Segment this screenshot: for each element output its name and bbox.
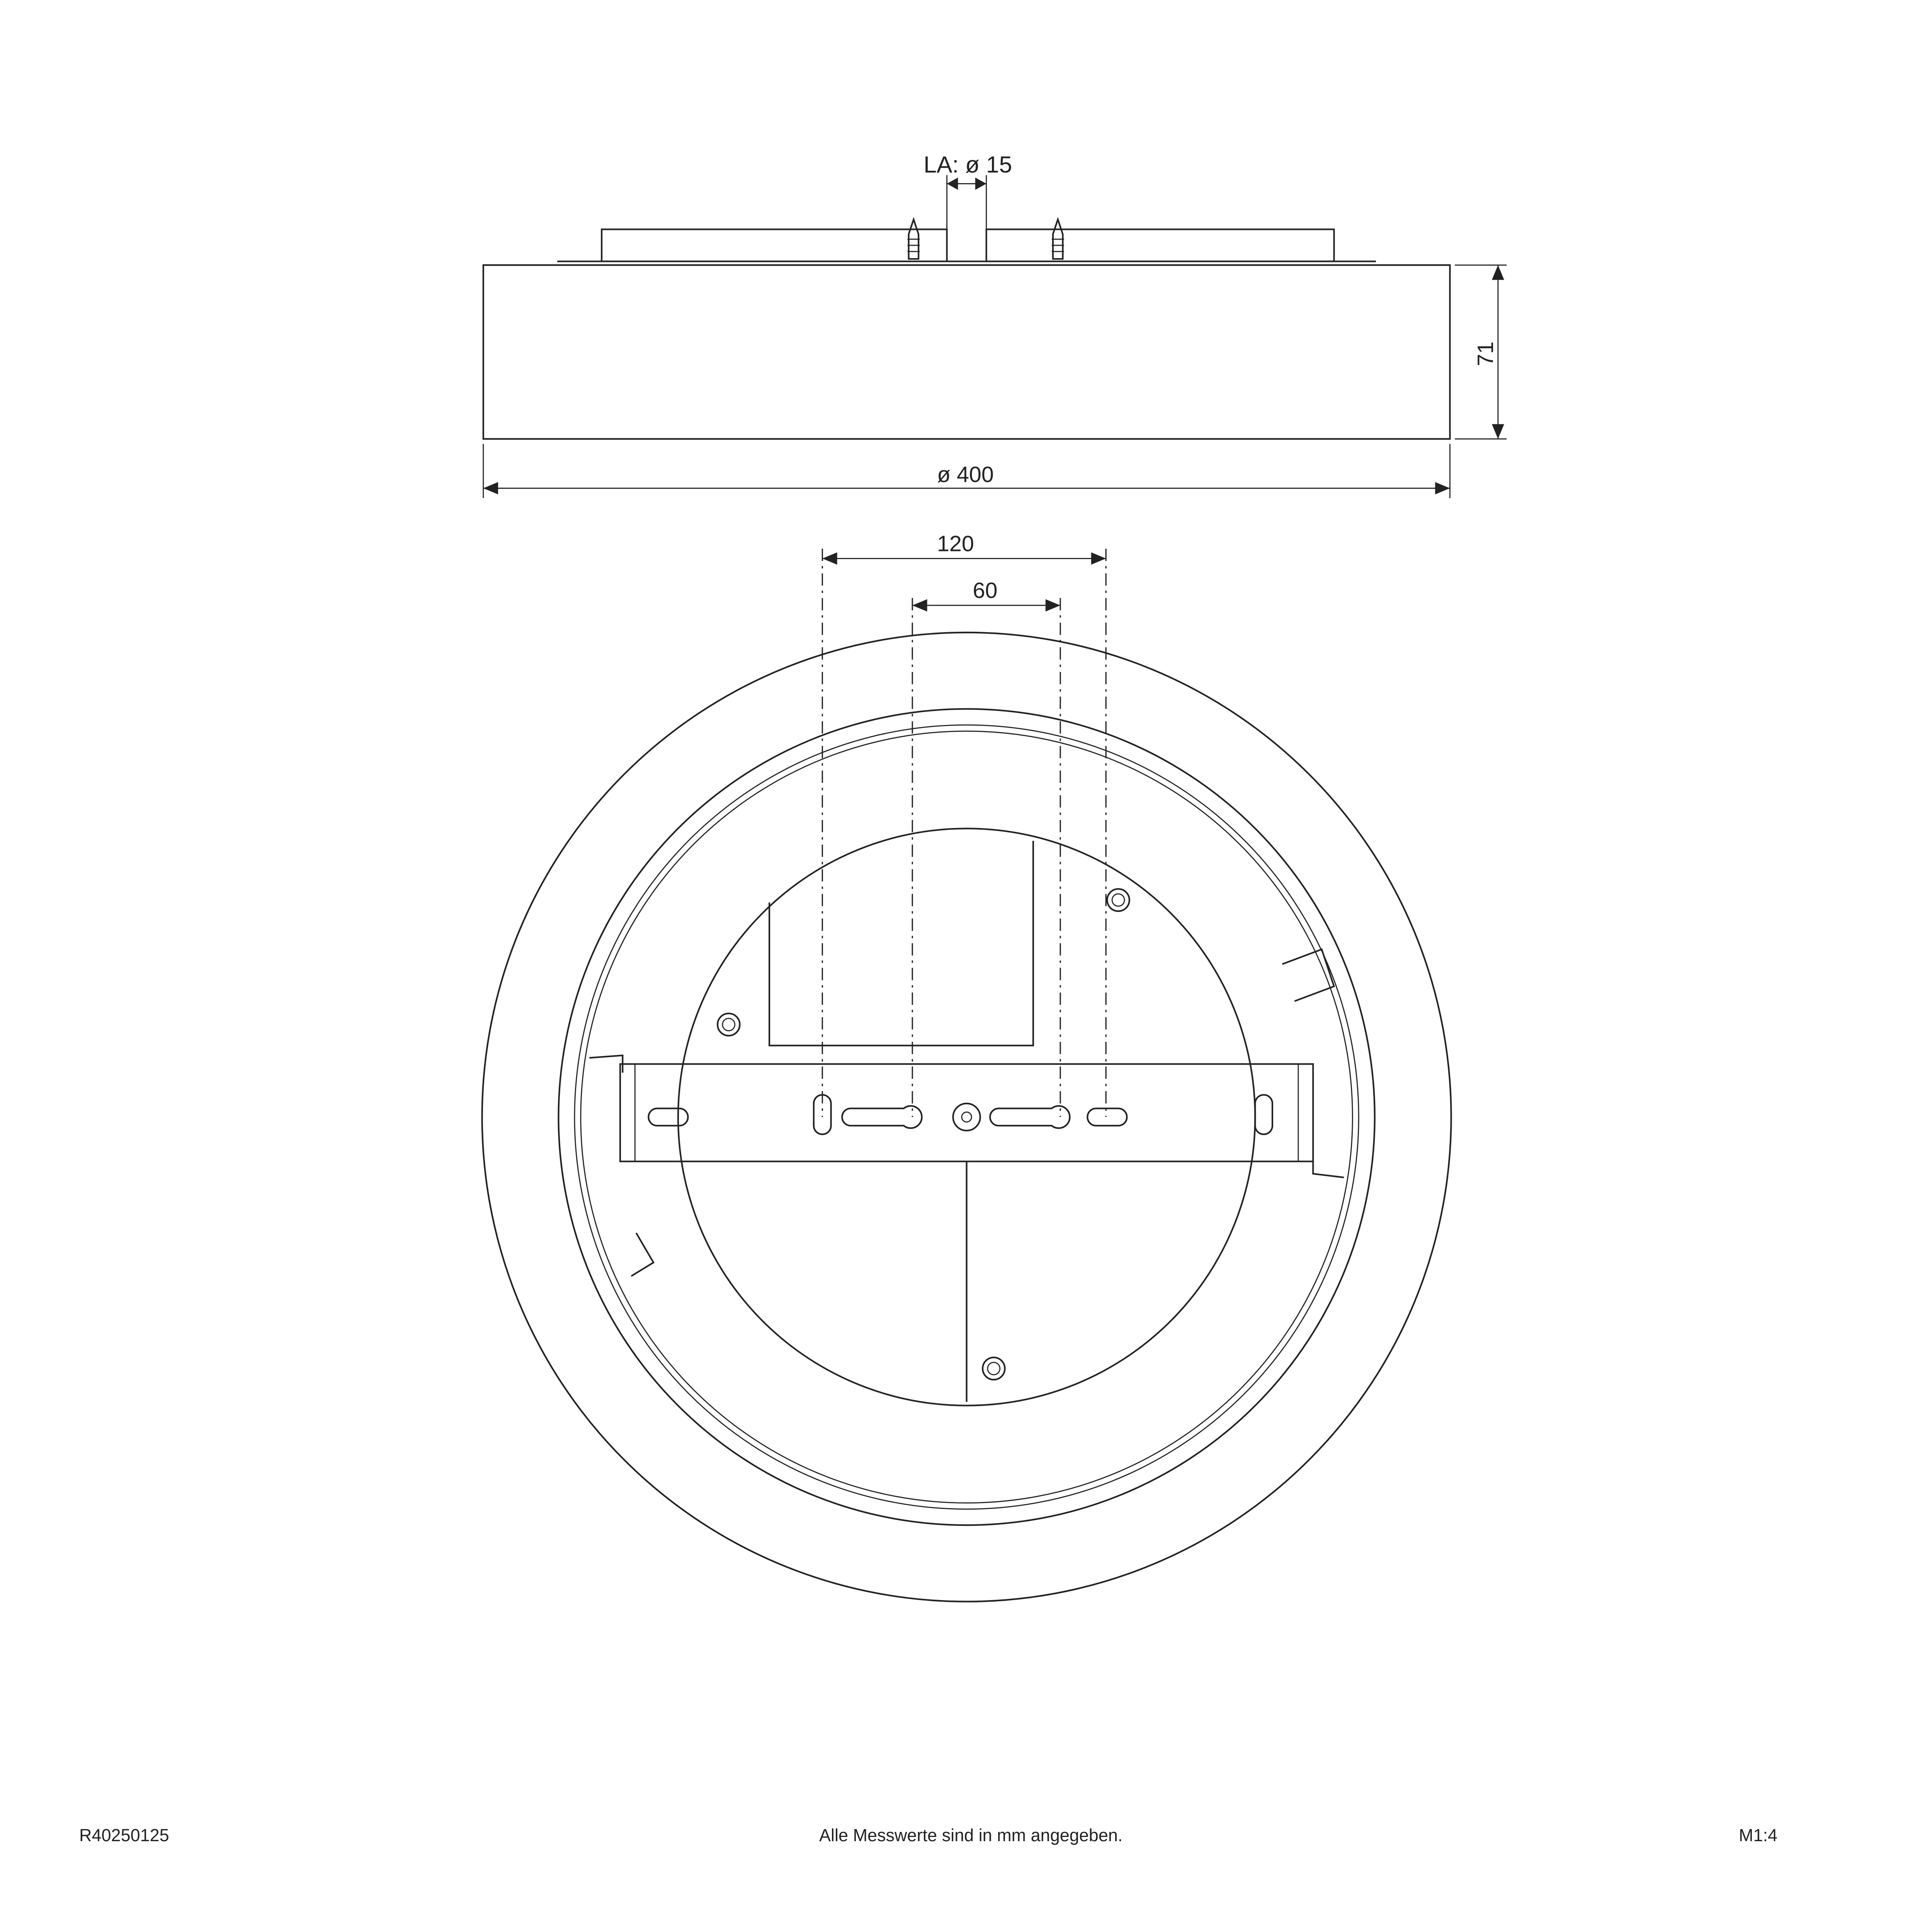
ceiling-hatch-right (985, 228, 1335, 262)
keyhole-slot (989, 1105, 1071, 1129)
mounting-bracket (619, 1063, 1314, 1162)
slot (1254, 1094, 1273, 1135)
drawing-scale: M1:4 (1739, 1825, 1778, 1845)
screw-icon (982, 1357, 1006, 1381)
clip (631, 1232, 655, 1277)
screw-icon (1051, 217, 1064, 260)
screw-icon (907, 217, 920, 260)
bottom-view: 120 60 (481, 531, 1452, 1602)
side-view: LA: ø 15 71 ø 400 (482, 151, 1507, 498)
ceiling-hatch-left (601, 228, 948, 262)
clip (589, 1054, 624, 1073)
outer-rim (481, 631, 1452, 1602)
hole-spacing-120-label: 120 (937, 531, 974, 556)
measurement-note: Alle Messwerte sind in mm angegeben. (819, 1825, 1123, 1845)
article-number: R40250125 (79, 1825, 169, 1845)
inner-rim (558, 708, 1376, 1526)
luminaire-body (482, 264, 1451, 440)
slot (1087, 1107, 1128, 1127)
clip (1312, 1161, 1344, 1179)
keyhole-slot (841, 1105, 923, 1129)
height-label: 71 (1473, 342, 1498, 366)
hole-spacing-60-label: 60 (973, 578, 998, 603)
cable-entry-label: LA: ø 15 (923, 151, 1012, 178)
driver-box (768, 841, 1034, 1046)
slot (648, 1107, 689, 1127)
screw-icon (716, 1012, 741, 1037)
center-hole (952, 1102, 981, 1132)
clip (1282, 948, 1335, 1002)
diameter-label: ø 400 (937, 463, 994, 487)
screw-icon (1106, 888, 1130, 912)
